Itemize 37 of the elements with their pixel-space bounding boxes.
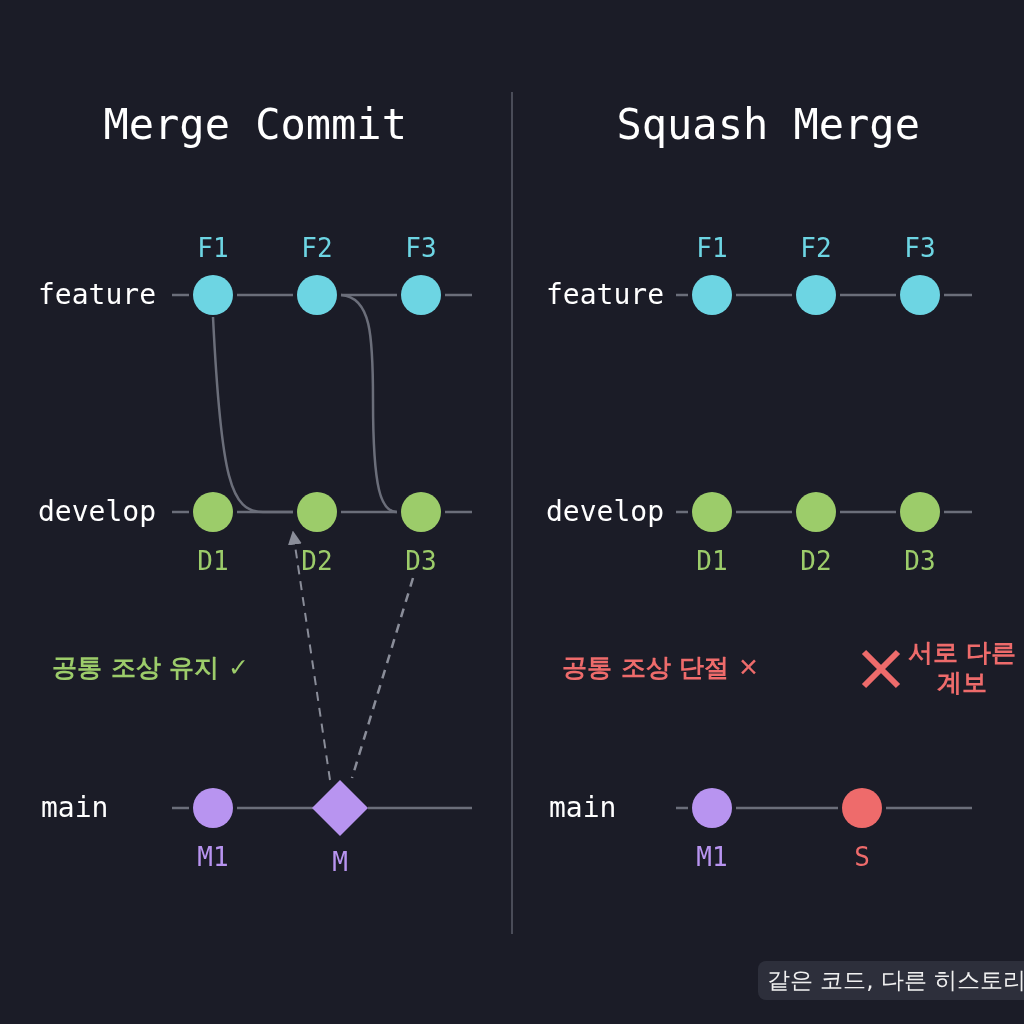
status-note: 서로 다른 계보 bbox=[906, 638, 1018, 698]
commit-line bbox=[736, 806, 838, 810]
commit-line bbox=[840, 293, 896, 297]
commit-label: F3 bbox=[404, 233, 438, 263]
commit-label: D2 bbox=[300, 546, 334, 576]
commit-label: F3 bbox=[903, 233, 937, 263]
commit-label: F2 bbox=[799, 233, 833, 263]
commit-label: D3 bbox=[903, 546, 937, 576]
branch-label: feature bbox=[546, 278, 664, 312]
commit-label: M1 bbox=[695, 842, 729, 872]
dashed-arrow bbox=[287, 530, 331, 781]
commit-line bbox=[340, 293, 398, 514]
commit-line bbox=[840, 510, 896, 514]
commit-line bbox=[211, 316, 293, 514]
commit-line bbox=[736, 510, 792, 514]
commit-label: F1 bbox=[196, 233, 230, 263]
branch-label: develop bbox=[38, 495, 156, 529]
commit-line bbox=[736, 293, 792, 297]
commit-label: D1 bbox=[196, 546, 230, 576]
status-note: 공통 조상 단절 ✕ bbox=[562, 653, 760, 683]
status-note: 공통 조상 유지 ✓ bbox=[52, 653, 250, 683]
branch-label: main bbox=[549, 791, 617, 825]
panel-title: Squash Merge bbox=[616, 100, 920, 151]
branch-label: develop bbox=[546, 495, 664, 529]
commit-label: F1 bbox=[695, 233, 729, 263]
branch-label: main bbox=[41, 791, 109, 825]
branch-label: feature bbox=[38, 278, 156, 312]
commit-label: S bbox=[853, 842, 871, 872]
commit-label: M bbox=[331, 847, 349, 877]
commit-label: M1 bbox=[196, 842, 230, 872]
commit-label: D1 bbox=[695, 546, 729, 576]
panel-title: Merge Commit bbox=[103, 100, 407, 151]
commit-label: D2 bbox=[799, 546, 833, 576]
caption-badge: 같은 코드, 다른 히스토리 bbox=[758, 961, 1024, 1000]
commit-label: F2 bbox=[300, 233, 334, 263]
commit-label: D3 bbox=[404, 546, 438, 576]
commit-line bbox=[237, 293, 293, 297]
